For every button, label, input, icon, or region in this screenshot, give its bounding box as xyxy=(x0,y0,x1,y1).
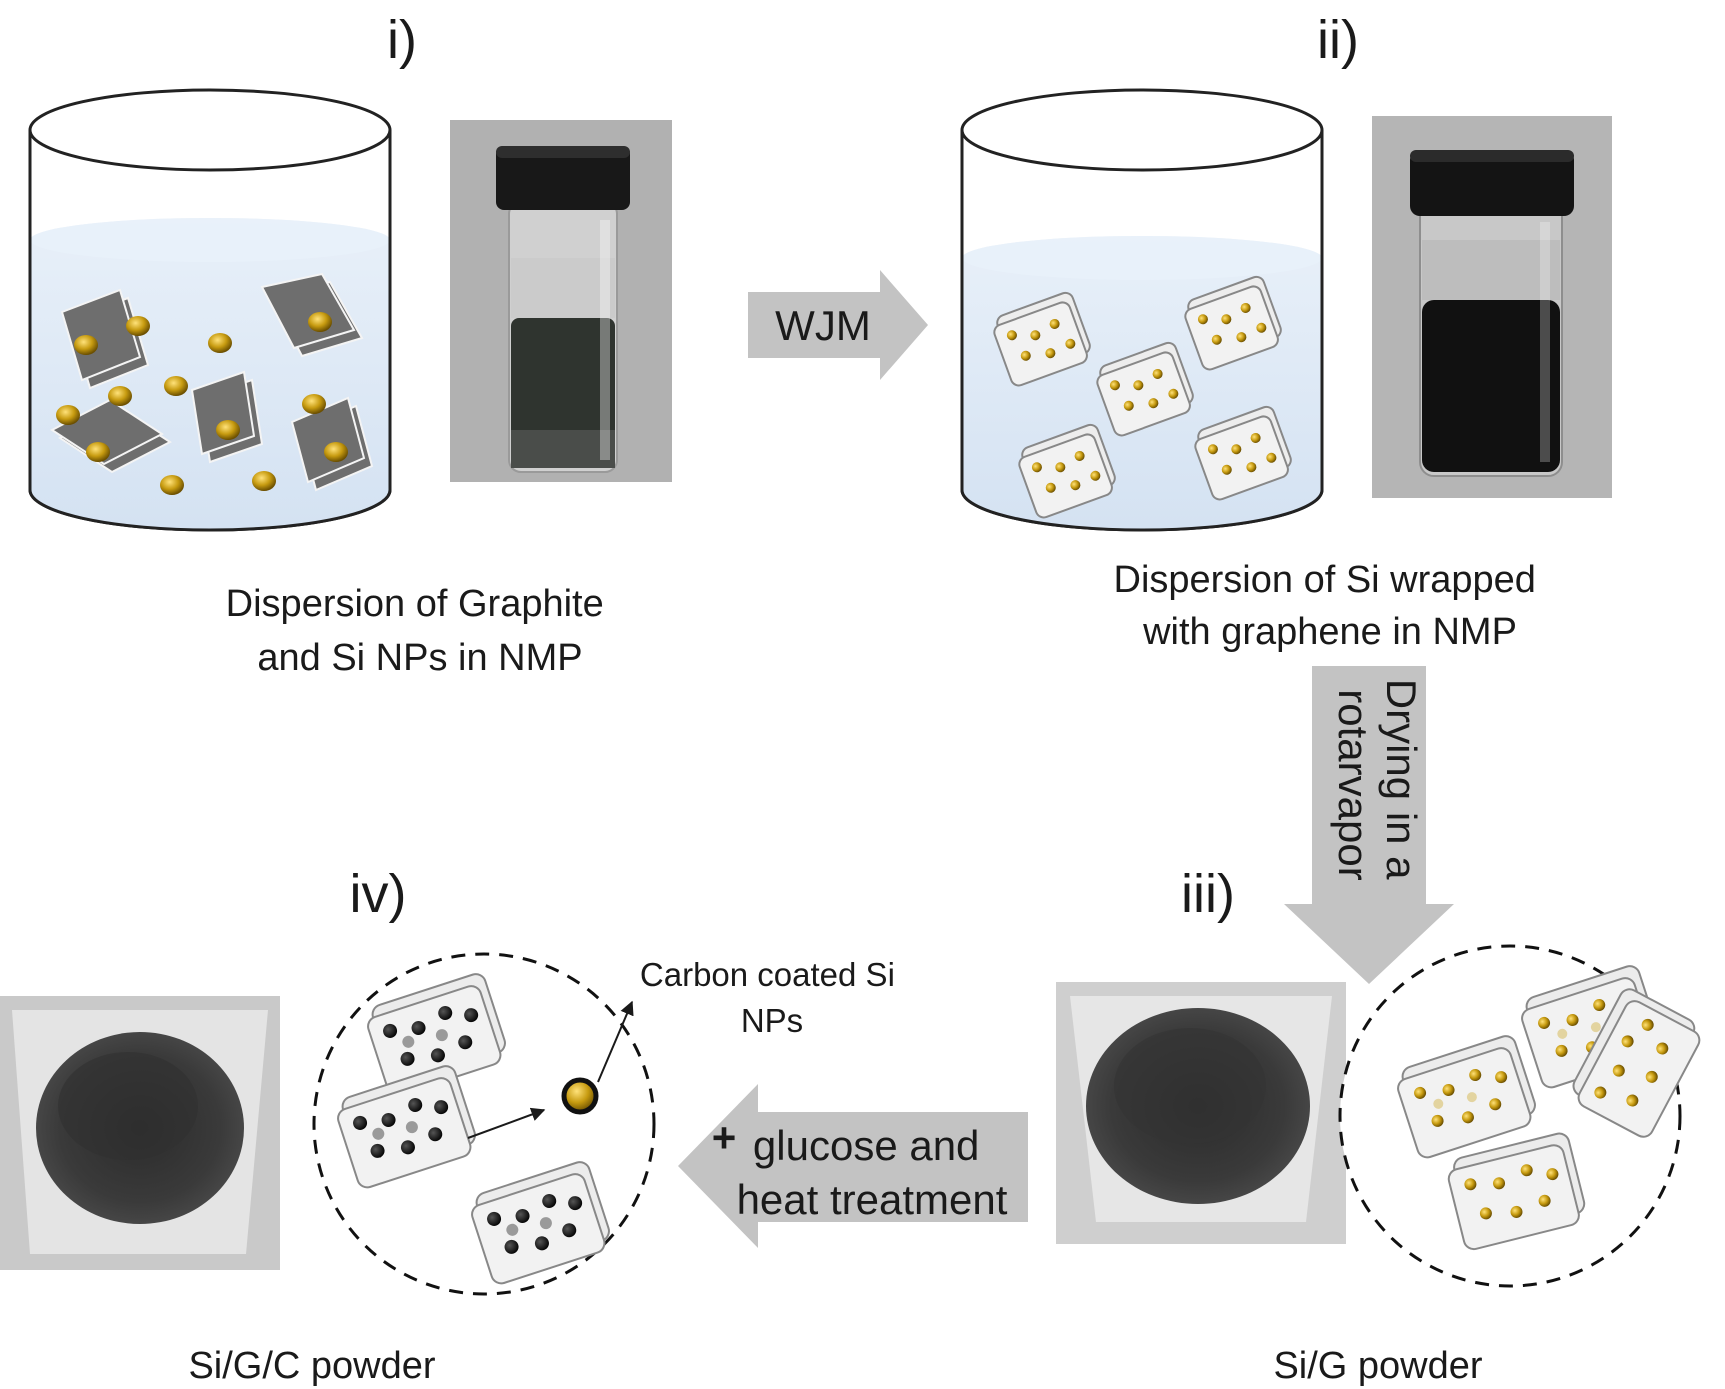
caption-step-i: Dispersion of Graphite and Si NPs in NMP xyxy=(226,583,615,679)
step-label-iii: iii) xyxy=(1181,864,1235,924)
si-graphene-composites xyxy=(993,275,1292,519)
annotation-carbon-coated: Carbon coated Si NPs xyxy=(640,956,904,1039)
step-label-i: i) xyxy=(387,10,417,70)
zoom-circle-sig xyxy=(1338,944,1701,1288)
vial-photo-graphite xyxy=(450,120,672,482)
step-label-ii: ii) xyxy=(1317,10,1359,70)
arrow-drying-label: Drying in a rotarvapor xyxy=(1330,679,1425,891)
arrow-treatment-plus: + xyxy=(712,1114,737,1161)
beaker-si-graphene xyxy=(960,88,1324,532)
powder-photo-sig xyxy=(1056,982,1346,1244)
vial-photo-si-graphene xyxy=(1372,116,1612,498)
powder-photo-sigc xyxy=(0,996,280,1270)
arrow-glucose-heat: + glucose and heat treatment xyxy=(678,1084,1028,1248)
arrow-wjm-label: WJM xyxy=(775,302,871,349)
si-nanoparticles xyxy=(56,312,348,495)
beaker-graphite-si xyxy=(28,88,392,532)
step-label-iv: iv) xyxy=(350,864,407,924)
zoom-circle-sigc xyxy=(312,952,656,1296)
caption-step-ii: Dispersion of Si wrapped with graphene i… xyxy=(1114,559,1547,653)
arrow-treatment-label: glucose and heat treatment xyxy=(737,1122,1008,1223)
arrow-drying: Drying in a rotarvapor xyxy=(1284,666,1454,984)
caption-step-iii: Si/G powder xyxy=(1273,1345,1482,1387)
carbon-coated-si-particle xyxy=(561,1077,599,1115)
arrow-wjm: WJM xyxy=(748,270,928,380)
caption-step-iv: Si/G/C powder xyxy=(188,1345,435,1387)
